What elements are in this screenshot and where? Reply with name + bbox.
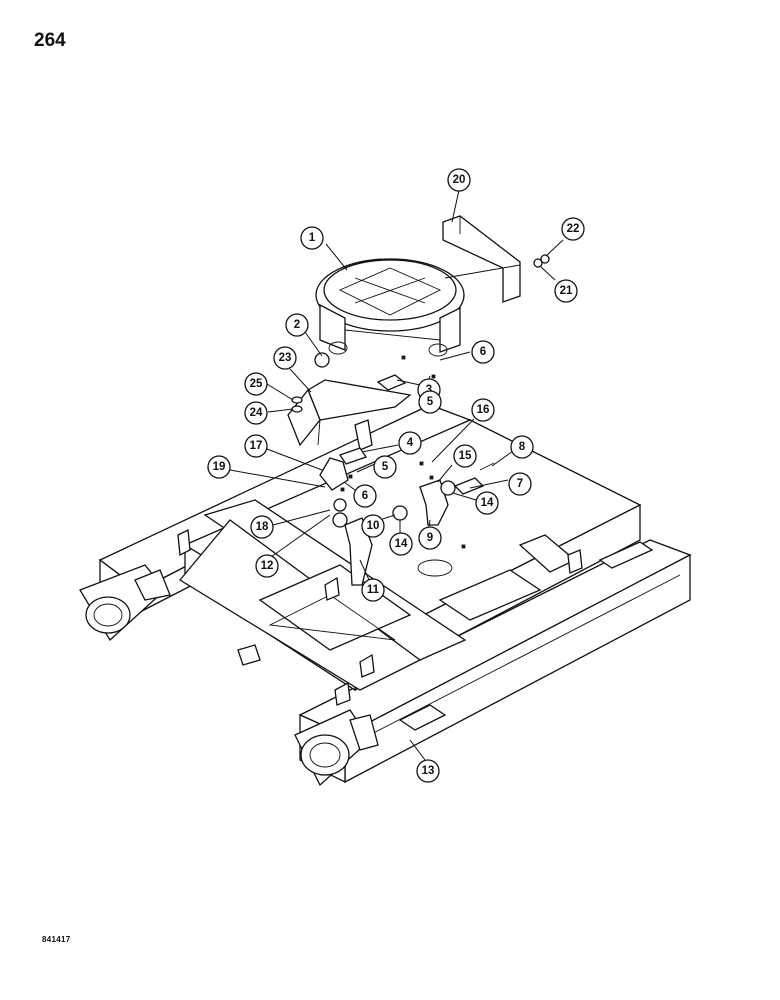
callout-label: 13 xyxy=(422,765,435,777)
callout-4: 4 xyxy=(398,431,422,455)
page-number: 264 xyxy=(34,30,66,51)
callout-label: 1 xyxy=(309,232,316,244)
callout-6b: 6 xyxy=(353,484,377,508)
callout-label: 11 xyxy=(367,584,380,596)
center-section-1 xyxy=(315,258,465,357)
callout-22: 22 xyxy=(561,217,585,241)
callout-13: 13 xyxy=(416,759,440,783)
callout-label: 14 xyxy=(481,497,494,509)
callout-label: 19 xyxy=(213,461,226,473)
callout-label: 16 xyxy=(477,404,490,416)
callout-18: 18 xyxy=(250,515,274,539)
callout-label: 9 xyxy=(427,532,433,544)
callout-label: 5 xyxy=(427,396,434,408)
drawing-code: 841417 xyxy=(42,935,71,944)
callout-label: 10 xyxy=(367,520,380,532)
callout-25: 25 xyxy=(244,372,268,396)
callout-label: 6 xyxy=(480,346,486,358)
callout-5: 5 xyxy=(418,390,442,414)
callout-label: 8 xyxy=(519,441,526,453)
callout-24: 24 xyxy=(244,401,268,425)
guard-23 xyxy=(287,379,412,447)
callout-label: 18 xyxy=(256,521,269,533)
callout-label: 4 xyxy=(407,437,414,449)
callout-10: 10 xyxy=(361,514,385,538)
callout-1: 1 xyxy=(300,226,324,250)
callout-label: 23 xyxy=(279,352,292,364)
callout-12: 12 xyxy=(255,554,279,578)
callout-label: 17 xyxy=(250,440,263,452)
callout-21: 21 xyxy=(554,279,578,303)
callout-14: 14 xyxy=(389,532,413,556)
callout-7: 7 xyxy=(508,472,532,496)
callout-label: 25 xyxy=(250,378,263,390)
callout-11: 11 xyxy=(361,578,385,602)
callout-8: 8 xyxy=(510,435,534,459)
callout-23: 23 xyxy=(273,346,297,370)
callout-label: 2 xyxy=(294,319,300,331)
callout-19: 19 xyxy=(207,455,231,479)
callout-label: 15 xyxy=(459,450,472,462)
callout-label: 22 xyxy=(567,223,580,235)
callout-label: 24 xyxy=(250,407,263,419)
callout-17: 17 xyxy=(244,434,268,458)
callout-15: 15 xyxy=(453,444,477,468)
small-parts xyxy=(291,254,550,586)
callout-label: 12 xyxy=(261,560,274,572)
bracket-plate-20 xyxy=(442,215,521,303)
callout-label: 14 xyxy=(395,538,408,550)
callout-6: 6 xyxy=(471,340,495,364)
track-frame xyxy=(79,404,692,787)
callout-14b: 14 xyxy=(475,491,499,515)
callout-2: 2 xyxy=(285,313,309,337)
leader-lines xyxy=(229,189,564,761)
callout-20: 20 xyxy=(447,168,471,192)
callout-label: 3 xyxy=(426,384,432,396)
callout-label: 5 xyxy=(382,461,389,473)
callout-label: 6 xyxy=(362,490,368,502)
callout-label: 20 xyxy=(453,174,466,186)
callout-5b: 5 xyxy=(373,455,397,479)
callout-9: 9 xyxy=(418,526,442,550)
callout-label: 7 xyxy=(517,478,523,490)
callout-label: 21 xyxy=(560,285,573,297)
callout-16: 16 xyxy=(471,398,495,422)
